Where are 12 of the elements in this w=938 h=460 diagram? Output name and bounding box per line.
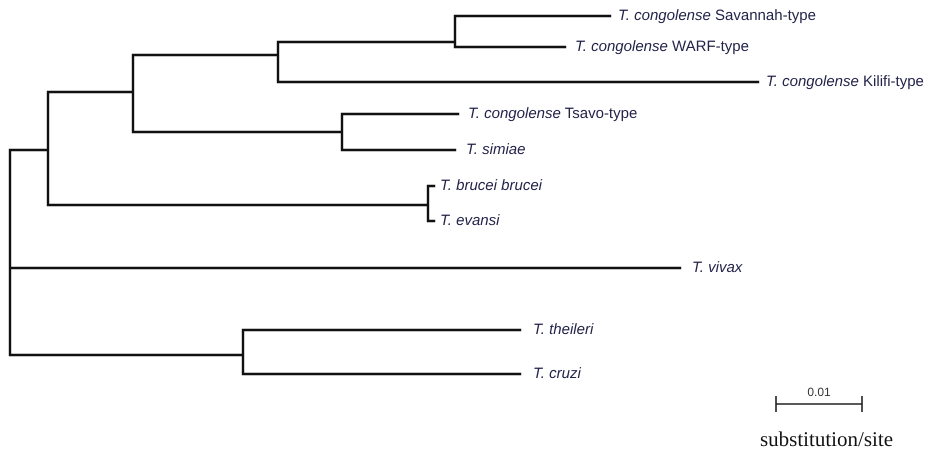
taxon-label: T. congolense WARF-type xyxy=(575,36,749,58)
scale-unit: substitution/site xyxy=(760,427,894,452)
taxon-label: T. theileri xyxy=(533,319,594,341)
taxon-label: T. cruzi xyxy=(533,363,581,385)
taxon-label: T. evansi xyxy=(440,210,500,232)
taxon-label: T. congolense Tsavo-type xyxy=(468,103,638,125)
taxon-label: T. congolense Kilifi-type xyxy=(766,71,924,93)
taxon-label: T. vivax xyxy=(692,257,742,279)
taxon-label: T. congolense Savannah-type xyxy=(618,5,816,27)
taxon-label: T. simiae xyxy=(466,139,526,161)
scale-value: 0.01 xyxy=(807,385,831,399)
taxon-label: T. brucei brucei xyxy=(440,175,542,197)
